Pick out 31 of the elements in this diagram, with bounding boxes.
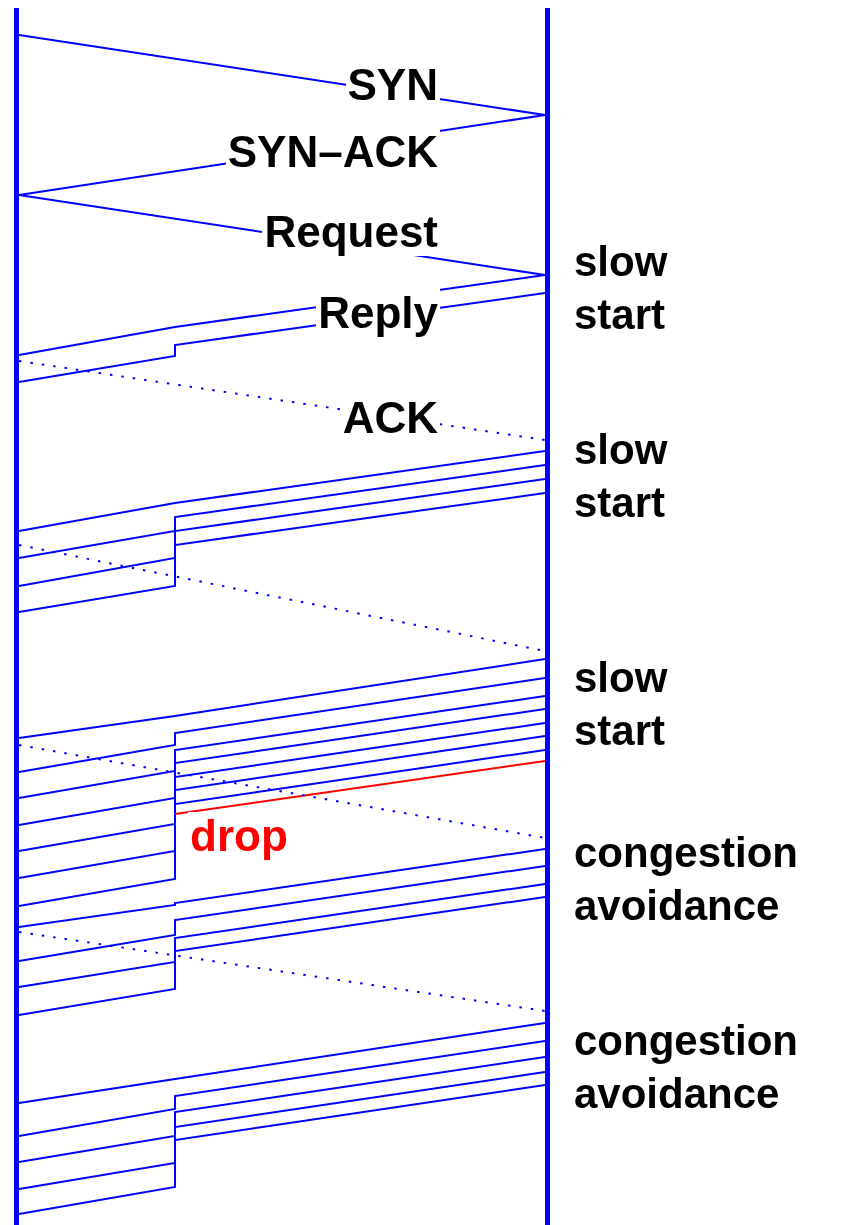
packet-line [18, 1056, 546, 1163]
packet-line [18, 1071, 546, 1190]
packet-line [18, 896, 546, 1016]
packet-line [18, 478, 546, 587]
packet-line [18, 848, 546, 928]
packet-line [18, 865, 546, 962]
packet-line [18, 695, 546, 799]
phase-label: congestion avoidance [574, 1016, 799, 1119]
packet-line [174, 760, 546, 815]
packet-line [18, 658, 546, 739]
packet-line [18, 883, 546, 988]
dotted-ack-line [18, 931, 546, 1012]
packet-line [18, 749, 546, 907]
phase-label: slow start [574, 425, 669, 528]
packet-line [18, 464, 546, 559]
packet-line [18, 492, 546, 613]
packet-line [18, 450, 546, 532]
packet-line [18, 1084, 546, 1215]
packet-line [18, 722, 546, 852]
packet-line [18, 1040, 546, 1137]
edge-label: drop [188, 812, 290, 860]
phase-label: congestion avoidance [574, 828, 799, 931]
timeline-bar [14, 8, 19, 1225]
packet-line [18, 708, 546, 826]
timeline-bar [545, 8, 550, 1225]
packet-line [18, 1022, 546, 1104]
packet-line [18, 735, 546, 879]
phase-label: slow start [574, 653, 669, 756]
phase-label: slow start [574, 237, 669, 340]
edge-label: Reply [316, 289, 440, 337]
packet-line [18, 677, 546, 773]
